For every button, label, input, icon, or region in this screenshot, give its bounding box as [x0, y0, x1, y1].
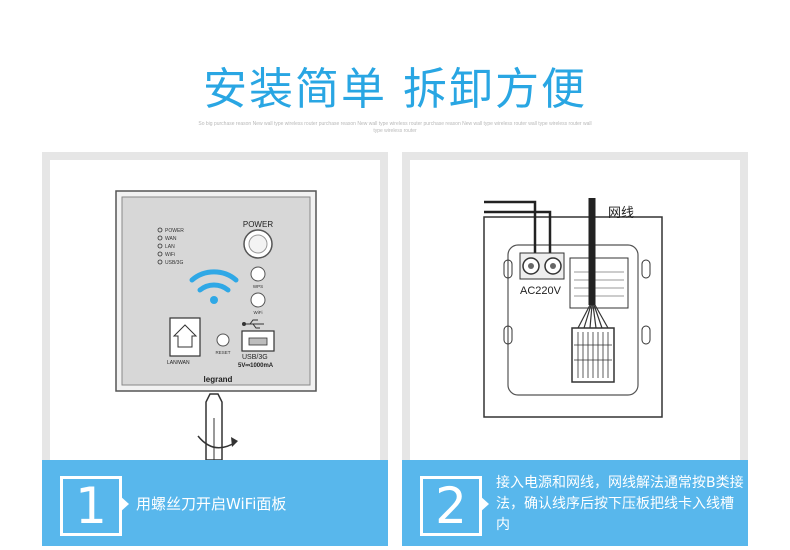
cable-label: 网线 [608, 205, 634, 220]
wiring-drawing: AC220V 网线 [483, 198, 663, 418]
indicator-dot [157, 235, 163, 241]
reset-button[interactable] [216, 333, 230, 347]
usb-spec: 5V⎓1000mA [238, 363, 274, 369]
usb-label: USB/3G [242, 354, 268, 361]
wifi-icon [189, 269, 239, 304]
step-2-illustration: AC220V 网线 [410, 160, 740, 460]
indicator-dot [157, 243, 163, 249]
voltage-label: AC220V [520, 285, 562, 297]
step-1-banner: 1 用螺丝刀开启WiFi面板 [42, 460, 388, 546]
indicator-label: USB/3G [165, 260, 183, 266]
indicator-list: POWER WAN LAN WiFi USB/3G [157, 227, 184, 266]
power-label: POWER [243, 220, 273, 229]
page-subtitle: So big purchase reason New wall type wir… [198, 121, 592, 134]
indicator-label: LAN [165, 244, 175, 250]
step-1-card: POWER POWER WAN LAN WiFi USB/3G [42, 152, 388, 546]
screwdriver-icon [197, 393, 238, 461]
wps-button[interactable] [250, 266, 266, 282]
indicator-dot [157, 251, 163, 257]
step-1-illustration: POWER POWER WAN LAN WiFi USB/3G [50, 160, 380, 461]
indicator-label: POWER [165, 228, 184, 234]
usb-icon [242, 319, 264, 329]
step-text: 用螺丝刀开启WiFi面板 [136, 495, 287, 513]
indicator-label: WiFi [165, 252, 175, 258]
step-2-banner: 2 接入电源和网线，网线解法通常按B类接法，确认线序后按下压板把线卡入线槽内 [402, 460, 748, 546]
page-title: 安装简单 拆卸方便 [203, 64, 587, 115]
indicator-label: WAN [165, 236, 177, 242]
step-number: 2 [420, 476, 482, 536]
indicator-dot [157, 259, 163, 265]
step-2-card: AC220V 网线 2 [402, 152, 748, 546]
indicator-dot [157, 227, 163, 233]
arrow-icon [479, 495, 489, 513]
brand-logo: legrand [204, 375, 233, 384]
lan-wan-label: LAN/WAN [167, 360, 190, 366]
arrow-icon [119, 495, 129, 513]
lan-wan-port [169, 317, 201, 357]
wps-label: WPS [253, 284, 263, 289]
reset-label: RESET [215, 350, 230, 355]
wifi-button-label: WiFi [254, 310, 263, 315]
step-number: 1 [60, 476, 122, 536]
wifi-button[interactable] [250, 292, 266, 308]
wifi-panel-drawing: POWER POWER WAN LAN WiFi USB/3G [115, 190, 317, 461]
step-text: 接入电源和网线，网线解法通常按B类接法，确认线序后按下压板把线卡入线槽内 [496, 475, 744, 533]
